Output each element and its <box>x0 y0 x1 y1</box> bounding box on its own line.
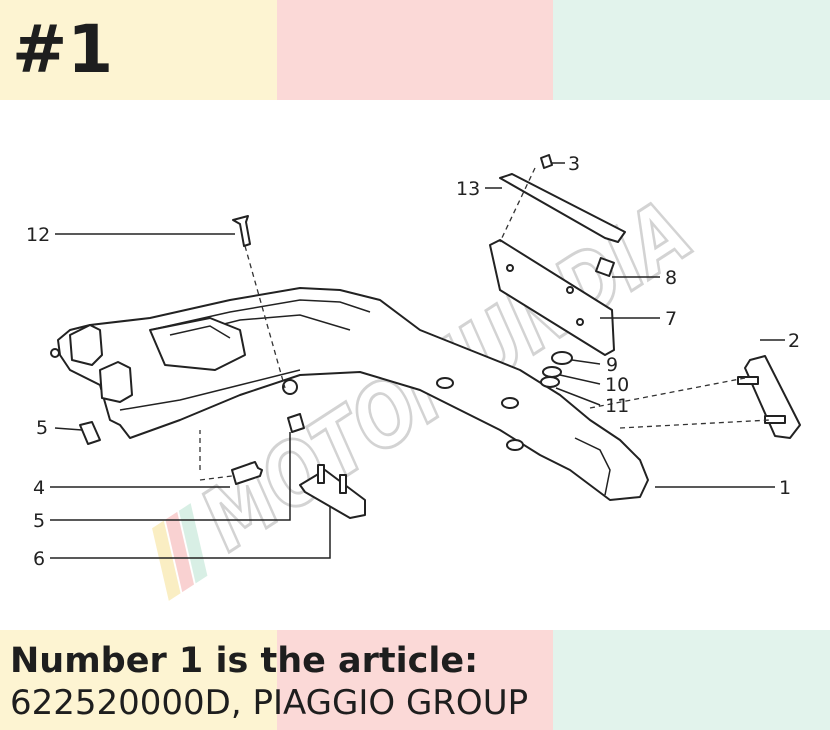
callout-3: 3 <box>568 153 580 175</box>
callout-1: 1 <box>779 477 791 499</box>
caption-heading: Number 1 is the article: <box>10 641 479 681</box>
parts-9-10-11-washers <box>540 351 573 388</box>
page-number: #1 <box>12 11 114 88</box>
callout-13: 13 <box>456 178 480 200</box>
band-yellow-bottom <box>0 630 277 730</box>
part-7-plate <box>489 239 615 356</box>
band-pink <box>277 0 553 100</box>
assembly-lines <box>199 167 771 481</box>
part-5-clip-left <box>79 421 101 445</box>
part-12-screw <box>232 215 251 247</box>
caption-part-number: 622520000D, PIAGGIO GROUP <box>10 683 529 723</box>
callout-8: 8 <box>665 267 677 289</box>
band-mint-bottom <box>553 630 830 730</box>
callout-5a: 5 <box>36 417 48 439</box>
part-5-clip-right <box>287 413 305 433</box>
callout-labels: 1 2 3 4 5 5 6 7 8 9 10 11 12 13 <box>26 153 800 570</box>
band-yellow <box>0 0 277 100</box>
article-caption: Number 1 is the article: 622520000D, PIA… <box>10 640 528 724</box>
top-color-band <box>0 0 830 100</box>
part-2-bracket <box>737 355 801 439</box>
callout-4: 4 <box>33 477 45 499</box>
band-mint <box>553 0 830 100</box>
leader-lines <box>50 162 785 559</box>
callout-7: 7 <box>665 308 677 330</box>
callout-2: 2 <box>788 330 800 352</box>
callout-10: 10 <box>605 374 629 396</box>
callout-6: 6 <box>33 548 45 570</box>
mudguard-part-1 <box>50 287 649 501</box>
callout-12: 12 <box>26 224 50 246</box>
bottom-color-band <box>0 630 830 730</box>
part-8-block <box>595 257 615 277</box>
callout-5b: 5 <box>33 510 45 532</box>
callout-11: 11 <box>605 395 629 417</box>
part-13-strap <box>499 173 626 243</box>
part-4-bolt <box>231 461 263 485</box>
band-pink-bottom <box>277 630 553 730</box>
exploded-parts-diagram: MOTOMUNDIA <box>26 153 801 601</box>
part-3-screw <box>540 154 553 169</box>
callout-9: 9 <box>606 354 618 376</box>
